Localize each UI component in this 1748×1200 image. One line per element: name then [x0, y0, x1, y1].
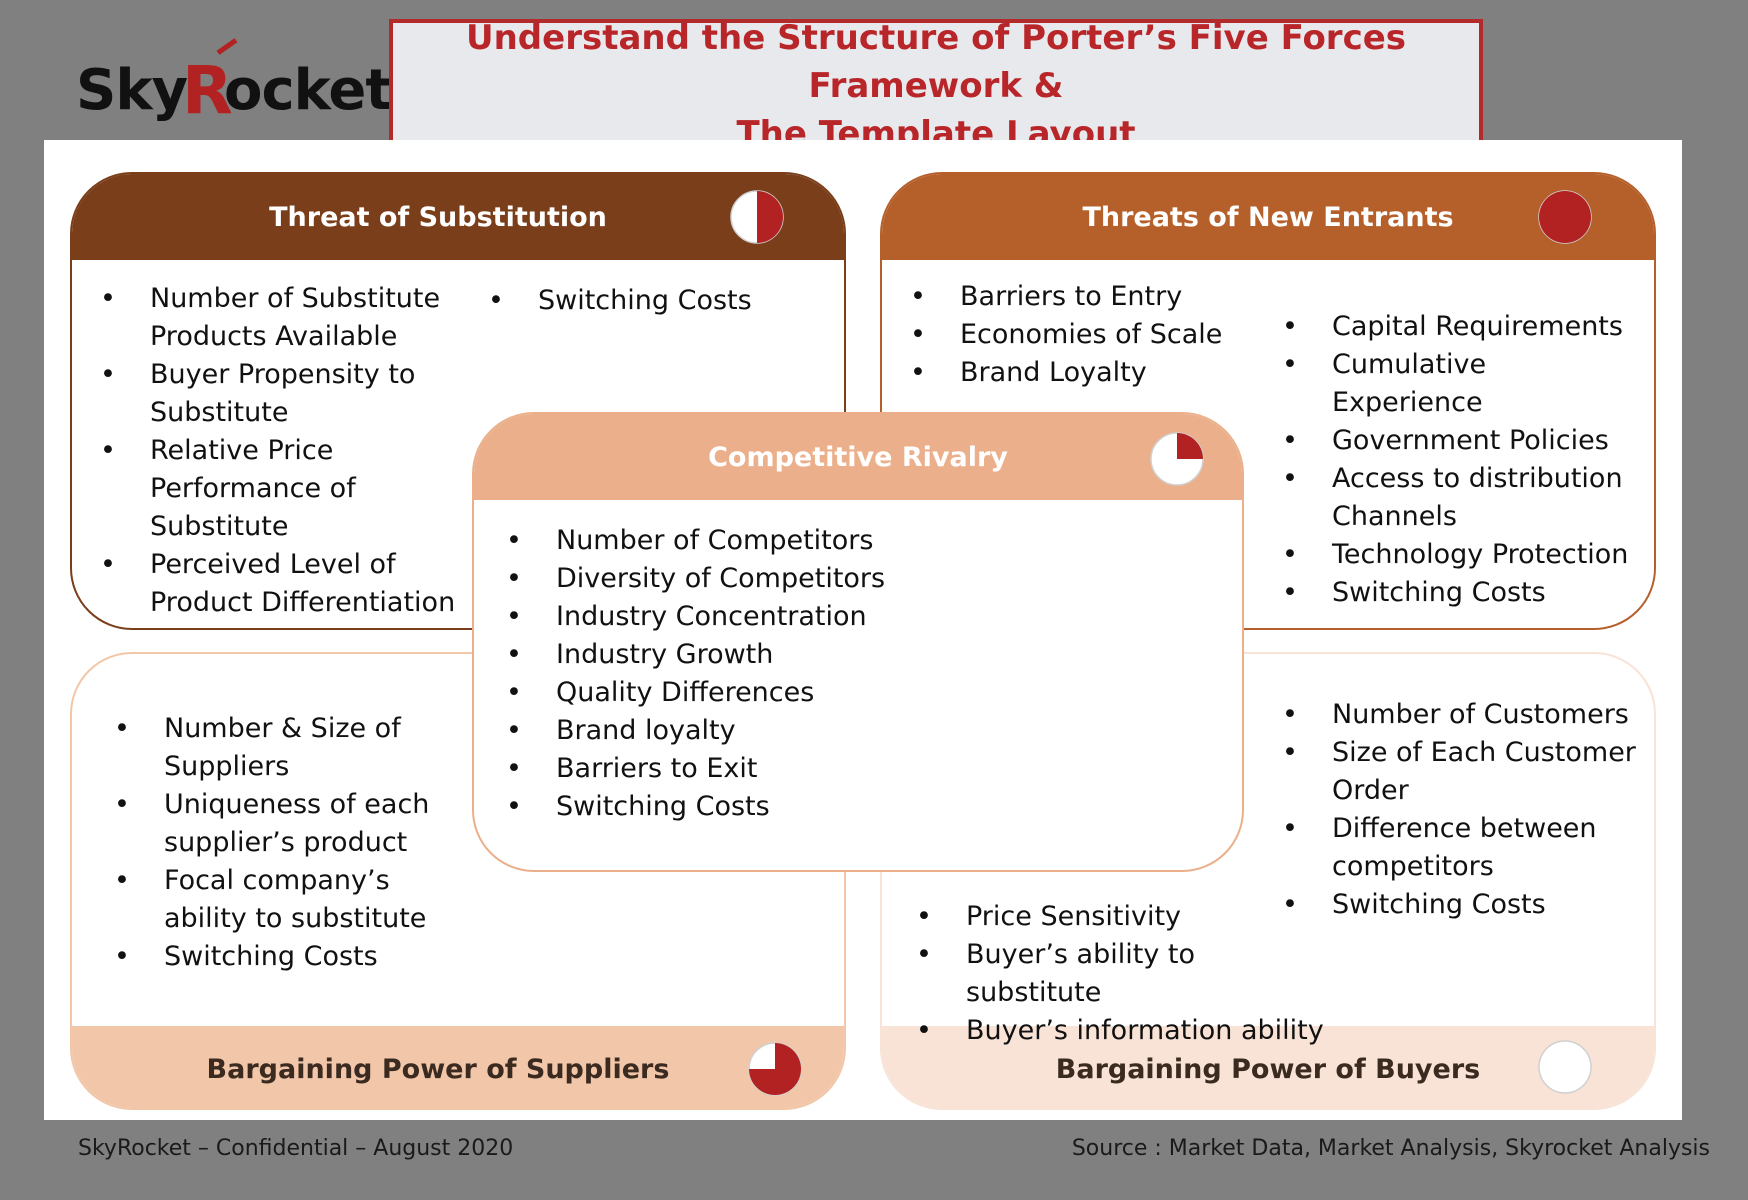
- bullet-list: Number & Size of SuppliersUniqueness of …: [114, 710, 444, 976]
- list-item: Relative Price Performance of Substitute: [100, 432, 460, 546]
- page-title-line-1: Understand the Structure of Porter’s Fiv…: [465, 18, 1407, 106]
- list-item: Switching Costs: [1282, 886, 1642, 924]
- bullet-list: Number of CompetitorsDiversity of Compet…: [506, 522, 1146, 826]
- card-title: Competitive Rivalry: [708, 441, 1008, 473]
- list-item: Industry Concentration: [506, 598, 1146, 636]
- list-item: Number & Size of Suppliers: [114, 710, 444, 786]
- card-title: Threat of Substitution: [269, 201, 607, 233]
- card-competitive-rivalry: Competitive Rivalry Number of Competitor…: [472, 412, 1244, 872]
- bullet-list: Price SensitivityBuyer’s ability to subs…: [916, 898, 1336, 1050]
- bullet-list: Number of Substitute Products AvailableB…: [100, 280, 460, 622]
- list-item: Buyer’s information ability: [916, 1012, 1336, 1050]
- list-item: Technology Protection: [1282, 536, 1642, 574]
- card-title: Bargaining Power of Suppliers: [206, 1053, 670, 1085]
- list-item: Cumulative Experience: [1282, 346, 1642, 422]
- page-title: Understand the Structure of Porter’s Fiv…: [393, 14, 1479, 158]
- card-footer-bar: Bargaining Power of Suppliers: [72, 1026, 844, 1108]
- card-header: Threats of New Entrants: [882, 174, 1654, 260]
- list-item: Economies of Scale: [910, 316, 1230, 354]
- list-item: Switching Costs: [114, 938, 444, 976]
- list-item: Industry Growth: [506, 636, 1146, 674]
- card-bargaining-power-of-buyers: Bargaining Power of Buyers Number of Cus…: [880, 652, 1656, 1110]
- harvey-ball-icon: [730, 190, 784, 244]
- card-bargaining-power-of-suppliers: Bargaining Power of Suppliers Number & S…: [70, 652, 846, 1110]
- card-header: Threat of Substitution: [72, 174, 844, 260]
- harvey-ball-fill: [1539, 191, 1591, 243]
- logo-text-r: R: [182, 52, 233, 129]
- card-title: Threats of New Entrants: [1082, 201, 1454, 233]
- harvey-ball-icon: [1150, 432, 1204, 486]
- harvey-ball-fill: [757, 191, 783, 243]
- card-title: Bargaining Power of Buyers: [1055, 1053, 1481, 1085]
- list-item: Buyer Propensity to Substitute: [100, 356, 460, 432]
- list-item: Diversity of Competitors: [506, 560, 1146, 598]
- list-item: Capital Requirements: [1282, 308, 1642, 346]
- harvey-ball-icon: [748, 1042, 802, 1096]
- page-title-box: Understand the Structure of Porter’s Fiv…: [389, 18, 1483, 154]
- harvey-ball-fill: [749, 1043, 801, 1095]
- logo-text-ocket: ocket: [224, 58, 392, 123]
- harvey-ball-fill: [1177, 433, 1203, 459]
- list-item: Quality Differences: [506, 674, 1146, 712]
- list-item: Number of Substitute Products Available: [100, 280, 460, 356]
- list-item: Focal company’s ability to substitute: [114, 862, 444, 938]
- list-item: Brand Loyalty: [910, 354, 1230, 392]
- skyrocket-logo: Sky R ocket: [76, 38, 392, 140]
- list-item: Price Sensitivity: [916, 898, 1336, 936]
- logo-text-sky: Sky: [76, 58, 188, 123]
- list-item: Government Policies: [1282, 422, 1642, 460]
- list-item: Access to distribution Channels: [1282, 460, 1642, 536]
- list-item: Size of Each Customer Order: [1282, 734, 1642, 810]
- harvey-ball-icon: [1538, 1040, 1592, 1094]
- footer-source: Source : Market Data, Market Analysis, S…: [1071, 1136, 1710, 1161]
- diagram-canvas: Threat of Substitution Number of Substit…: [44, 140, 1682, 1120]
- list-item: Number of Competitors: [506, 522, 1146, 560]
- list-item: Buyer’s ability to substitute: [916, 936, 1336, 1012]
- list-item: Barriers to Entry: [910, 278, 1230, 316]
- list-item: Switching Costs: [488, 282, 788, 320]
- bullet-list: Number of CustomersSize of Each Customer…: [1282, 696, 1642, 924]
- harvey-ball-base: [1538, 1040, 1592, 1094]
- card-header: Competitive Rivalry: [474, 414, 1242, 500]
- list-item: Switching Costs: [1282, 574, 1642, 612]
- bullet-list: Barriers to EntryEconomies of ScaleBrand…: [910, 278, 1230, 392]
- bullet-list: Capital RequirementsCumulative Experienc…: [1282, 308, 1642, 612]
- list-item: Perceived Level of Product Differentiati…: [100, 546, 460, 622]
- list-item: Uniqueness of each supplier’s product: [114, 786, 444, 862]
- list-item: Difference between competitors: [1282, 810, 1642, 886]
- bullet-list: Switching Costs: [488, 282, 788, 320]
- footer-confidential: SkyRocket – Confidential – August 2020: [78, 1136, 514, 1161]
- list-item: Brand loyalty: [506, 712, 1146, 750]
- list-item: Switching Costs: [506, 788, 1146, 826]
- harvey-ball-icon: [1538, 190, 1592, 244]
- list-item: Barriers to Exit: [506, 750, 1146, 788]
- list-item: Number of Customers: [1282, 696, 1642, 734]
